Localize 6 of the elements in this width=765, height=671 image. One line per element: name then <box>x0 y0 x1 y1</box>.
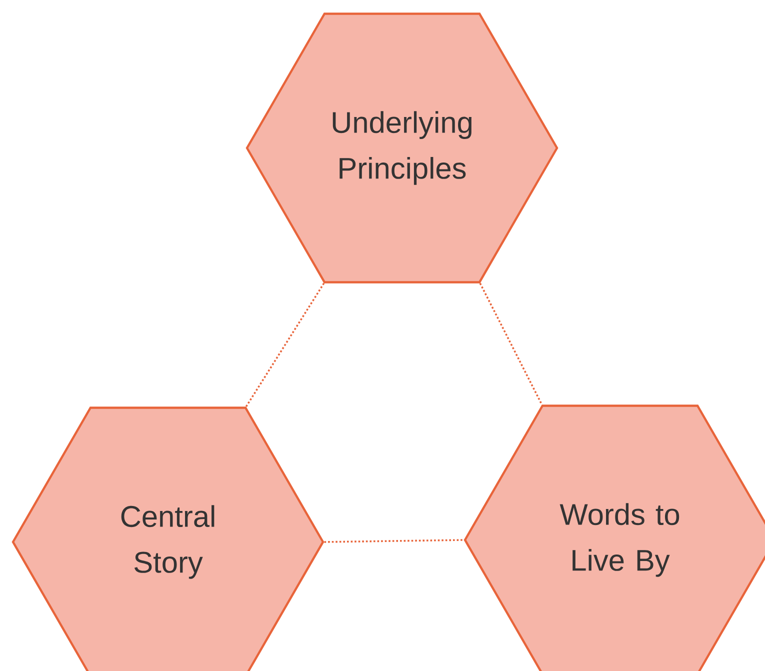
dotted-line <box>245 282 325 408</box>
hexagon: Underlying Principles <box>246 12 558 284</box>
dotted-line <box>324 539 464 543</box>
dotted-line <box>479 282 543 406</box>
hexagon: Central Story <box>12 406 324 671</box>
hexagon: Words to Live By <box>464 404 765 671</box>
